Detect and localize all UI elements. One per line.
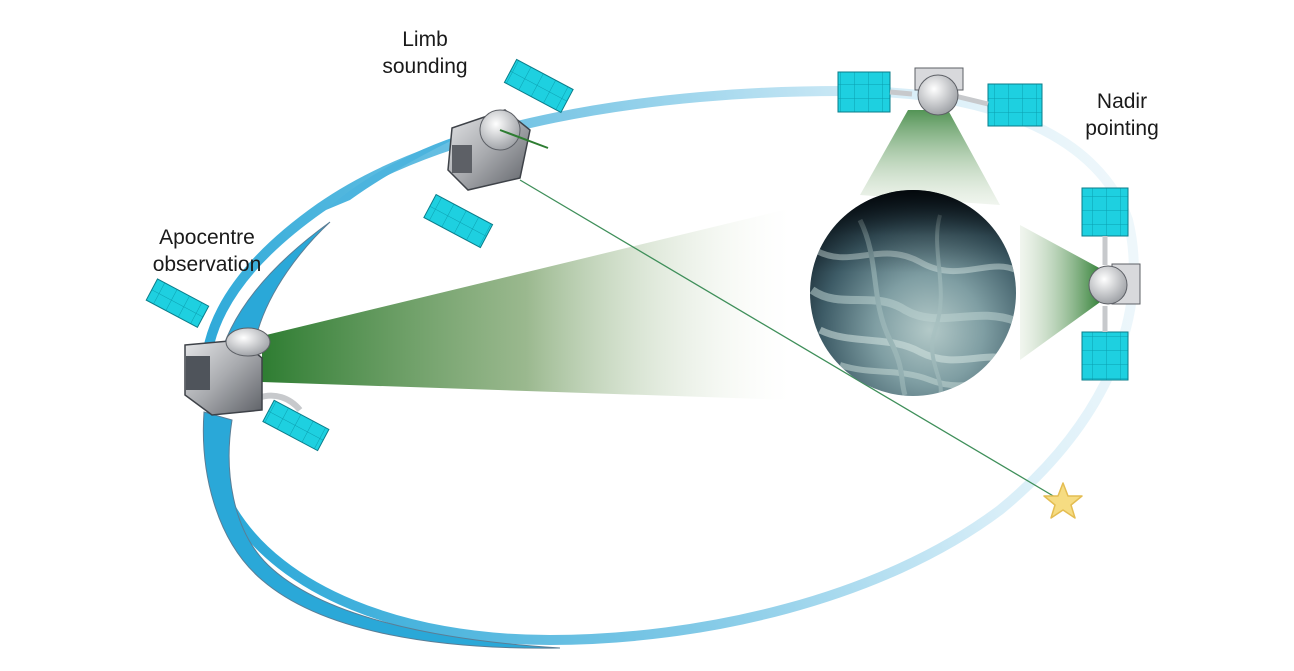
nadir-beam-top bbox=[860, 110, 1000, 205]
limb-sightline bbox=[519, 179, 1061, 501]
spacecraft-limb-icon bbox=[423, 58, 574, 249]
planet-venus bbox=[810, 190, 1016, 396]
spacecraft-nadir-top-icon bbox=[837, 67, 1043, 127]
label-apocentre-line1: Apocentre bbox=[159, 226, 255, 249]
spacecraft-nadir-right-icon bbox=[1081, 187, 1141, 381]
label-limb-sounding: Limb sounding bbox=[355, 26, 495, 80]
label-nadir-pointing: Nadir pointing bbox=[1052, 88, 1192, 142]
label-nadir-line1: Nadir bbox=[1096, 90, 1148, 113]
apocentre-beam bbox=[262, 208, 792, 400]
star-icon bbox=[1043, 482, 1083, 519]
label-limb-line1: Limb bbox=[402, 28, 448, 51]
spacecraft-apocentre-icon bbox=[145, 278, 330, 452]
nadir-beam-right bbox=[1020, 225, 1103, 360]
label-limb-line2: sounding bbox=[382, 55, 468, 78]
label-apocentre-observation: Apocentre observation bbox=[122, 224, 292, 278]
label-nadir-line2: pointing bbox=[1085, 117, 1159, 140]
label-apocentre-line2: observation bbox=[152, 253, 262, 276]
